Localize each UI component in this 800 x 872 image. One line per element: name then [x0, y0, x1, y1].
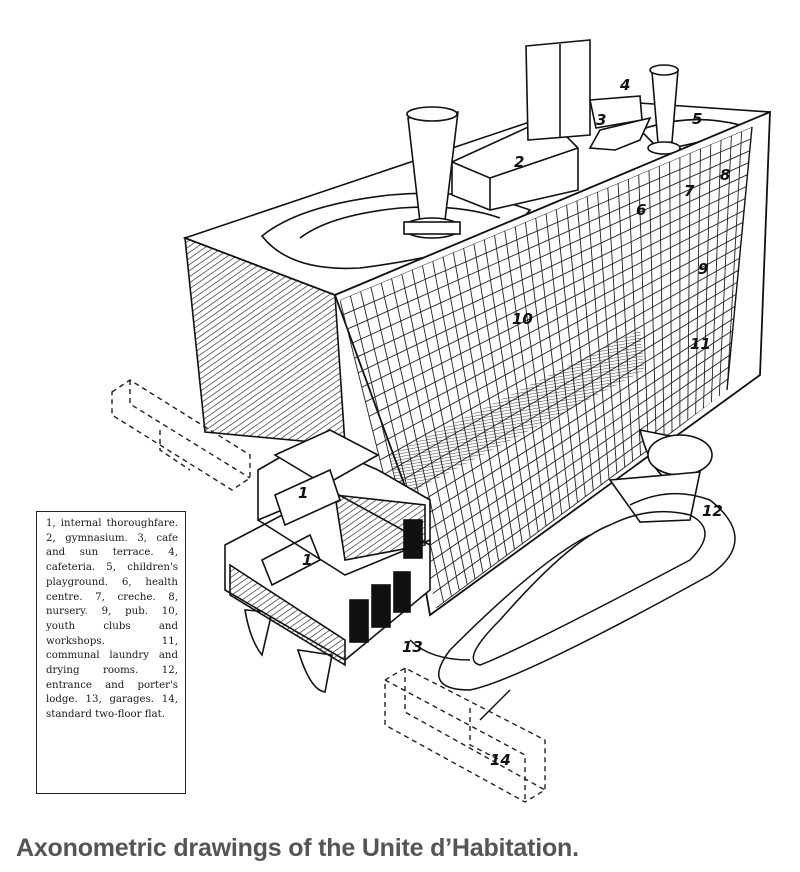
facade-floor-line — [412, 361, 737, 592]
label-8: 8 — [720, 166, 730, 184]
label-6: 6 — [636, 201, 646, 219]
label-11: 11 — [690, 335, 711, 353]
facade-floor-line — [416, 372, 737, 606]
caption: Axonometric drawings of the Unite d’Habi… — [16, 834, 579, 862]
facade-floor-line — [376, 243, 745, 446]
facade-floor-line — [401, 325, 740, 548]
label-12: 12 — [702, 502, 723, 520]
facade-floor-line — [347, 150, 751, 330]
facade-floor-line — [350, 161, 750, 345]
facade-floor-line — [419, 384, 736, 615]
label-1-lower: 1 — [302, 551, 312, 569]
facade-floor-line — [357, 185, 749, 374]
rooftop-structures — [403, 39, 681, 239]
facade-floor-line — [365, 208, 747, 403]
section-cut — [224, 429, 431, 667]
label-13: 13 — [402, 638, 423, 656]
label-2: 2 — [514, 153, 524, 171]
facade-grid — [333, 110, 771, 617]
legend-box: 1, internal thoroughfare. 2, gymnasium. … — [36, 511, 186, 794]
dashed-flat-outline-top — [111, 379, 251, 491]
dashed-flat-outline-bottom — [384, 667, 546, 803]
pilotis — [244, 428, 713, 693]
facade-floor-line — [408, 349, 738, 577]
driveway-loop — [409, 492, 736, 721]
label-14: 14 — [490, 751, 511, 769]
label-5: 5 — [692, 110, 702, 128]
label-10: 10 — [512, 310, 533, 328]
facade-floor-line — [405, 337, 739, 563]
axonometric-drawing: 1 1 2 3 4 5 6 7 8 9 10 11 12 13 14 — [111, 39, 771, 803]
label-1-upper: 1 — [298, 484, 308, 502]
facade-floor-line — [397, 314, 740, 534]
facade-floor-line — [354, 173, 750, 359]
facade-floor-line — [372, 232, 746, 432]
label-9: 9 — [698, 260, 708, 278]
label-3: 3 — [596, 111, 606, 129]
label-7: 7 — [684, 182, 695, 200]
legend-text: 1, internal thoroughfare. 2, gymnasium. … — [46, 518, 178, 721]
facade-floor-line — [379, 255, 744, 461]
facade-floor-line — [343, 138, 752, 315]
facade-floor-line — [361, 196, 748, 388]
facade-floor-line — [368, 220, 747, 417]
label-4: 4 — [619, 76, 630, 94]
facade-floor-line — [394, 302, 741, 519]
